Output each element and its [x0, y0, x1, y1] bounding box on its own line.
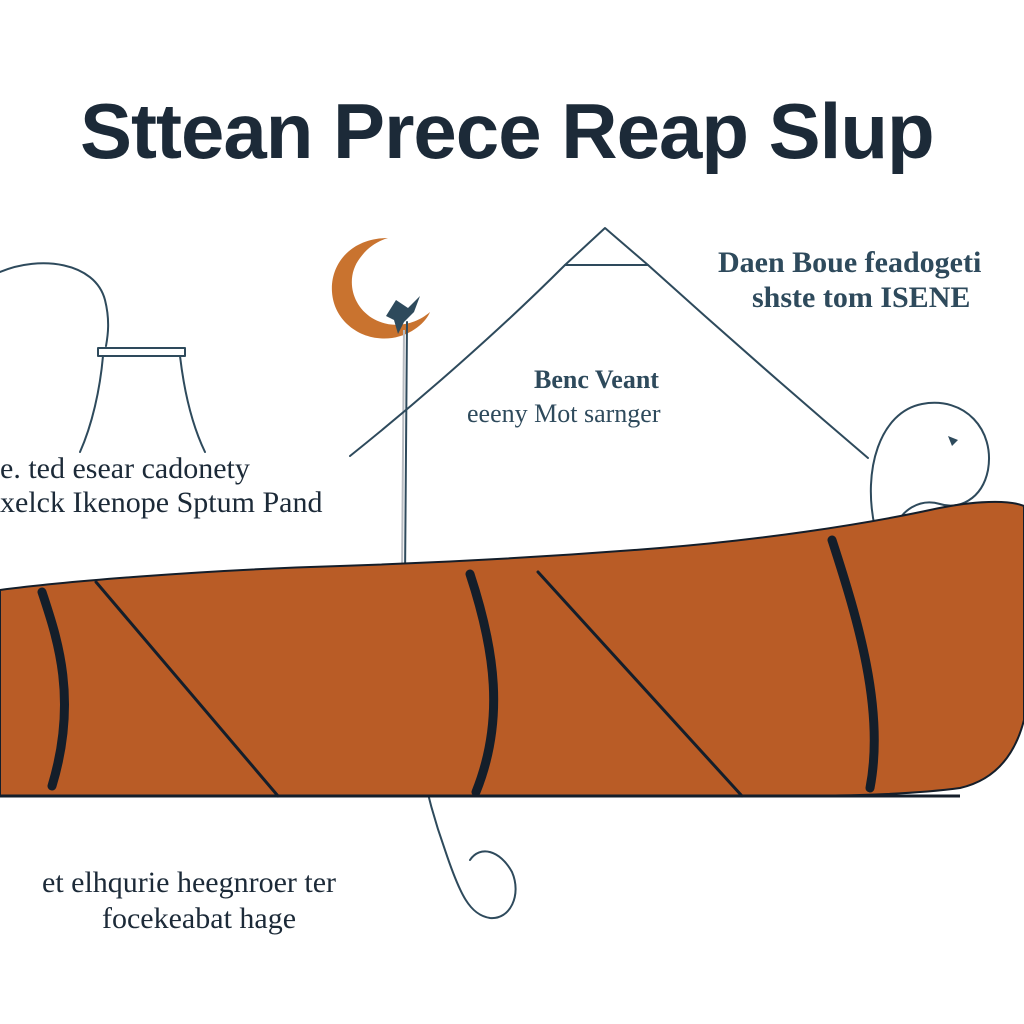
label-left-1: e. ted esear cadonety — [0, 452, 250, 485]
label-center-2: eeeny Mot sarnger — [467, 399, 661, 428]
label-center-1: Benc Veant — [534, 365, 659, 394]
label-bottom-1: et elhqurie heegnroer ter — [42, 866, 336, 899]
bag-stripe-1 — [94, 580, 280, 798]
crescent-moon-icon — [331, 238, 430, 339]
bag-band-1 — [37, 587, 70, 791]
label-top-right-1: Daen Boue feadogeti — [718, 246, 981, 279]
hanging-string-shadow — [401, 329, 405, 576]
bag-stripe-2 — [536, 570, 744, 798]
hood-outline — [869, 401, 990, 531]
bag-band-3 — [827, 535, 879, 793]
sleeping-bag — [0, 500, 1024, 798]
label-top-right-2: shste tom ISENE — [752, 281, 970, 314]
bird-icon — [386, 296, 420, 334]
tent-outline — [349, 227, 869, 459]
bag-band-2 — [465, 569, 499, 797]
page-title: Sttean Prece Reap Slup — [80, 87, 934, 175]
left-lamp-outline — [0, 262, 206, 453]
label-left-2: xelck Ikenope Sptum Pand — [0, 486, 322, 519]
label-bottom-2: focekeabat hage — [102, 902, 296, 935]
